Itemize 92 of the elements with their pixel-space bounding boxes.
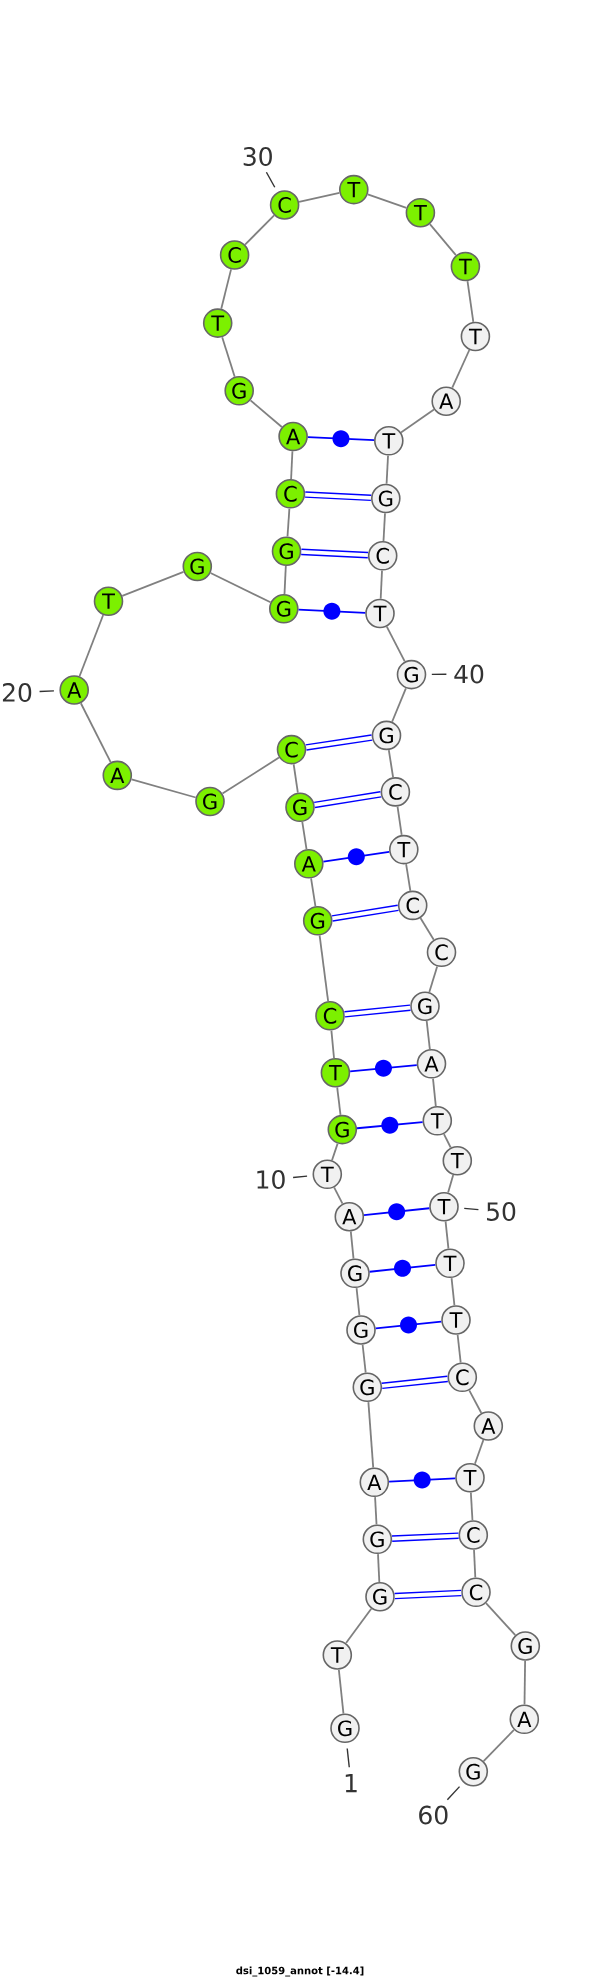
backbone-line: [283, 565, 287, 595]
backbone-line: [337, 1668, 345, 1715]
caption: dsi_1059_annot [-14.4]: [236, 1966, 364, 1977]
base-pair-bond: [322, 848, 391, 866]
backbone-line: [432, 1077, 437, 1107]
base-pair-bond: [314, 791, 382, 809]
backbone-line: [209, 572, 272, 604]
position-number: 1: [345, 1773, 357, 1793]
base-pair-bond: [363, 1203, 431, 1221]
backbone-line: [473, 1548, 477, 1579]
leader-line: [463, 1207, 480, 1211]
base-pair-bond: [391, 1532, 459, 1542]
backbone-line: [130, 778, 197, 799]
backbone-line: [220, 268, 232, 310]
backbone-line: [429, 223, 457, 257]
backbone-line: [333, 1186, 344, 1205]
backbone-line: [425, 1020, 431, 1050]
base-pair-bond: [394, 1589, 462, 1600]
base-pair-bond: [388, 1471, 457, 1489]
backbone-line: [367, 1401, 375, 1469]
backbone-line: [469, 1491, 474, 1522]
base-pair-bond: [374, 1316, 443, 1334]
backbone-line: [361, 1343, 367, 1374]
backbone-line: [298, 191, 341, 203]
leader-line: [346, 1747, 350, 1768]
backbone-line: [396, 805, 403, 836]
backbone-line: [349, 1230, 355, 1260]
backbone-line: [310, 877, 317, 908]
leader-line: [446, 1785, 461, 1801]
leader-line: [292, 1175, 308, 1179]
backbone-line: [444, 1220, 450, 1250]
backbone-line: [290, 450, 294, 480]
backbone-line: [468, 1389, 483, 1414]
backbone-line: [286, 507, 291, 538]
position-number: 60: [419, 1805, 448, 1825]
backbone-line: [485, 1602, 517, 1636]
backbone-line: [221, 336, 236, 378]
backbone-line: [385, 454, 389, 485]
leader-line: [38, 690, 55, 693]
backbone-line: [382, 512, 386, 542]
base-pair-bond: [349, 1059, 418, 1077]
base-pair-bond: [305, 491, 372, 502]
base-pair-bond: [331, 904, 399, 922]
backbone-line: [121, 571, 185, 597]
backbone-line: [474, 1439, 485, 1465]
backbone-line: [318, 934, 329, 1003]
base-pair-bond: [344, 1004, 411, 1018]
backbone-line: [428, 965, 439, 993]
backbone-line: [451, 349, 471, 389]
backbone-line: [391, 687, 407, 723]
backbone-line: [523, 1659, 526, 1706]
backbone-line: [447, 1174, 455, 1194]
backbone-line: [387, 749, 394, 779]
backbone-line: [78, 614, 105, 678]
backbone-line: [443, 1133, 452, 1149]
backbone-line: [456, 1333, 462, 1364]
backbone-line: [221, 756, 280, 795]
backbone-line: [400, 408, 435, 434]
position-number: 30: [243, 147, 272, 166]
backbone-line: [374, 1496, 378, 1526]
backbone-line: [450, 1277, 456, 1307]
backbone-line: [336, 1086, 342, 1116]
backbone-line: [379, 569, 383, 600]
backbone-line: [377, 1553, 381, 1583]
base-pair-bond: [301, 548, 369, 559]
backbone-line: [405, 863, 412, 892]
backbone-line: [249, 399, 283, 428]
backbone-line: [244, 214, 276, 246]
base-pair-bond: [305, 734, 373, 751]
backbone-line: [331, 1142, 339, 1162]
backbone-line: [366, 193, 408, 209]
backbone-line: [292, 763, 299, 794]
backbone-line: [482, 1729, 515, 1762]
backbone-line: [345, 1607, 373, 1644]
leader-line: [431, 673, 448, 676]
backbone-line: [330, 1029, 335, 1059]
leader-line: [265, 171, 276, 188]
base-pair-bond: [381, 1375, 448, 1390]
backbone-line: [466, 280, 475, 323]
base-pair-bond: [368, 1259, 437, 1277]
backbone-line: [385, 625, 406, 663]
base-pair-bond: [297, 602, 367, 620]
backbone-line: [301, 821, 308, 851]
backbone-line: [79, 702, 112, 764]
position-number: 40: [454, 664, 484, 684]
position-number: 20: [2, 683, 32, 702]
base-pair-bond: [307, 430, 375, 448]
position-number: 10: [257, 1170, 285, 1189]
base-pair-bond: [356, 1116, 424, 1134]
backbone-line: [355, 1287, 361, 1317]
position-number: 50: [487, 1202, 516, 1221]
backbone-line: [419, 917, 435, 941]
